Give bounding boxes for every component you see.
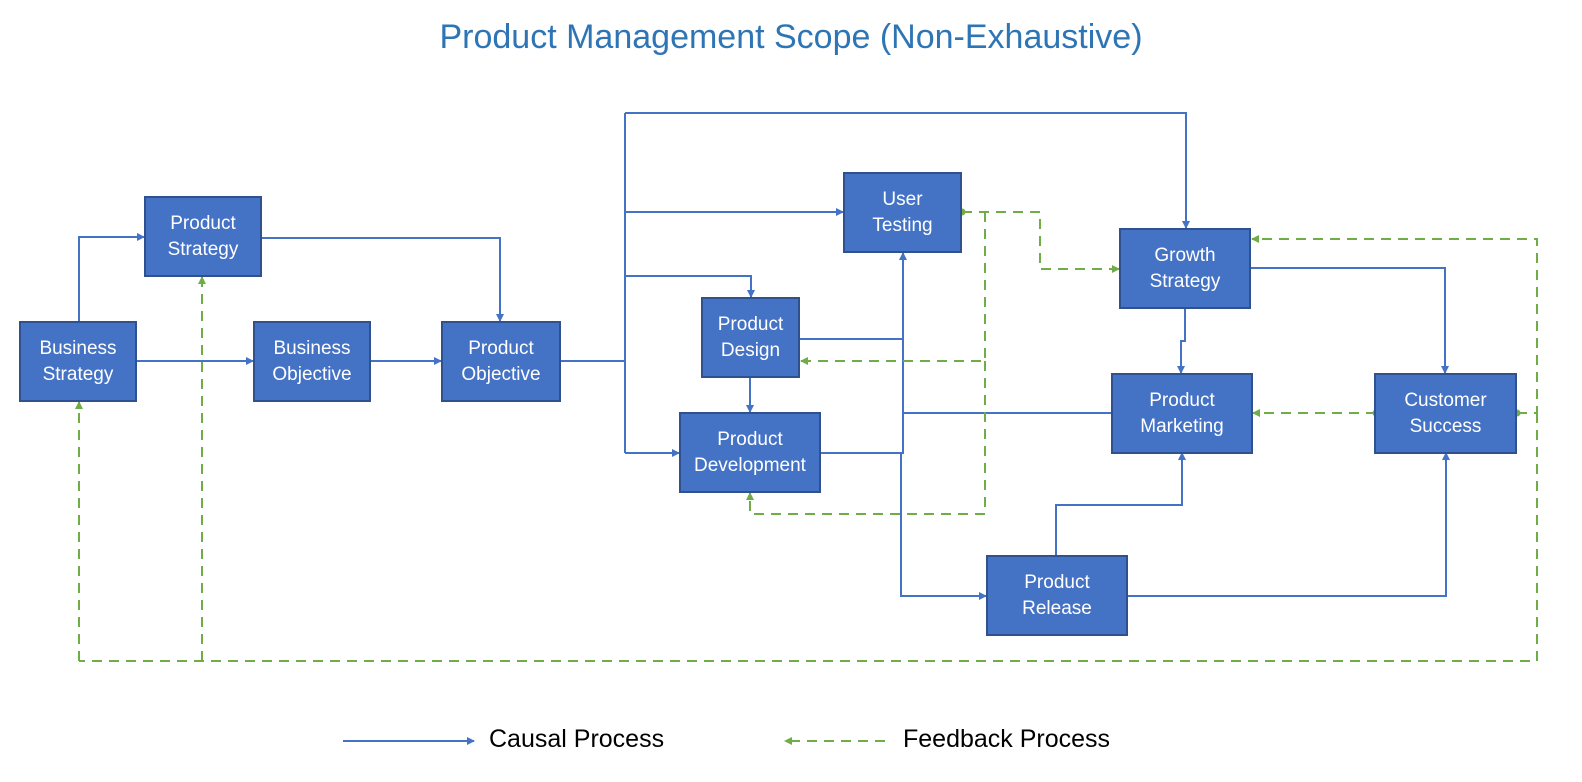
edge-pstrategy-pobjective xyxy=(262,237,504,322)
node-label: Growth Strategy xyxy=(1149,244,1221,292)
edge-growth-marketing xyxy=(1177,308,1186,374)
legend-feedback-label: Feedback Process xyxy=(903,725,1111,753)
node-label: User Testing xyxy=(872,188,933,236)
node-growth-strategy: Growth Strategy xyxy=(1119,228,1251,309)
node-label: Product Release xyxy=(1022,571,1092,619)
node-label: Business Strategy xyxy=(39,337,117,385)
node-customer-success: Customer Success xyxy=(1374,373,1517,454)
node-product-release: Product Release xyxy=(986,555,1128,636)
diagram-title: Product Management Scope (Non-Exhaustive… xyxy=(439,18,1143,56)
node-business-strategy: Business Strategy xyxy=(19,321,137,402)
feedback-customer-growth xyxy=(1251,235,1538,414)
edge-release-customer xyxy=(1128,452,1450,597)
node-label: Product Development xyxy=(694,428,806,476)
node-user-testing: User Testing xyxy=(843,172,962,253)
node-label: Business Objective xyxy=(272,337,352,385)
edge-release-marketing xyxy=(1055,452,1186,555)
edge-pobjective-trunk xyxy=(561,113,626,453)
legend-causal-label: Causal Process xyxy=(489,725,665,753)
node-product-design: Product Design xyxy=(701,297,800,378)
node-label: Product Strategy xyxy=(167,212,239,260)
edge-pobjective-design xyxy=(625,275,755,298)
feedback-customer-loop xyxy=(79,413,1538,662)
edge-growth-customer xyxy=(1251,267,1449,374)
feedback-usertesting-growth xyxy=(962,211,1120,273)
node-business-objective: Business Objective xyxy=(253,321,371,402)
edge-development-usertesting xyxy=(821,252,907,454)
feedback-usertesting-development xyxy=(746,361,986,515)
node-label: Product Design xyxy=(717,313,784,361)
edge-bstrategy-pstrategy xyxy=(78,233,145,321)
node-product-development: Product Development xyxy=(679,412,821,493)
node-product-strategy: Product Strategy xyxy=(144,196,262,277)
edge-pobjective-growth xyxy=(625,112,1190,229)
node-label: Product Objective xyxy=(461,337,541,385)
node-label: Customer Success xyxy=(1404,389,1487,437)
node-label: Product Marketing xyxy=(1140,389,1224,437)
node-product-objective: Product Objective xyxy=(441,321,561,402)
node-product-marketing: Product Marketing xyxy=(1111,373,1253,454)
edge-development-release xyxy=(900,453,987,600)
